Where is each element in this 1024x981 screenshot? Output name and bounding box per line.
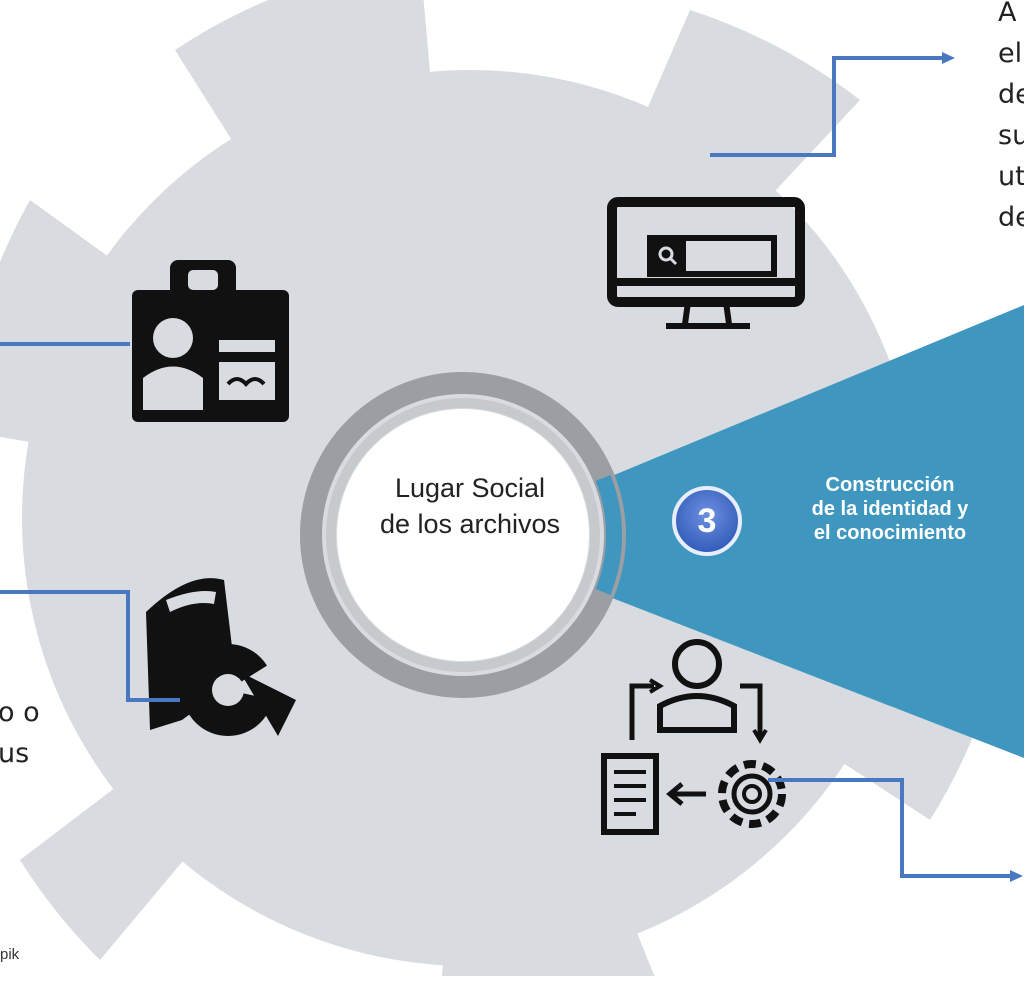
center-disc (337, 409, 589, 661)
image-credit: pik (0, 946, 20, 963)
id-badge-icon (132, 260, 289, 422)
cutoff-line: o o (0, 697, 40, 728)
cutoff-text-left-bottom: o o us (0, 692, 40, 774)
center-label: Lugar Social de los archivos (330, 470, 610, 542)
ring-accent (595, 475, 623, 595)
center-label-line2: de los archivos (379, 509, 561, 539)
connector-bottom-right (768, 778, 1010, 878)
segment-label: Construcción de la identidad y el conoci… (760, 473, 1020, 545)
computer-search-icon (607, 197, 805, 329)
inner-ring (326, 398, 600, 672)
cutoff-text-top-right: A el de su ut de (998, 0, 1024, 238)
cutoff-line: A (998, 0, 1017, 28)
arrow-top-right (942, 52, 955, 64)
segment-label-line3: el conocimiento (813, 522, 967, 544)
step-badge (672, 486, 742, 556)
cutoff-line: de (998, 79, 1024, 110)
cutoff-line: de (998, 202, 1024, 233)
step-number: 3 (697, 502, 717, 540)
connector-top-right (710, 56, 942, 157)
segment-label-line2: de la identidad y (811, 498, 969, 520)
arrow-bottom-right (1010, 870, 1023, 882)
center-label-line1: Lugar Social (394, 473, 546, 503)
cutoff-line: us (0, 738, 30, 769)
book-chart-icon (146, 578, 296, 736)
highlighted-segment[interactable] (607, 305, 1024, 758)
cutoff-line: su (998, 120, 1024, 151)
connector-left-bottom (0, 590, 180, 702)
workflow-gear-icon (601, 639, 786, 835)
cutoff-line: el (998, 38, 1023, 69)
segment-label-line1: Construcción (825, 474, 955, 496)
cutoff-line: ut (998, 161, 1024, 192)
connectors (0, 56, 1010, 878)
